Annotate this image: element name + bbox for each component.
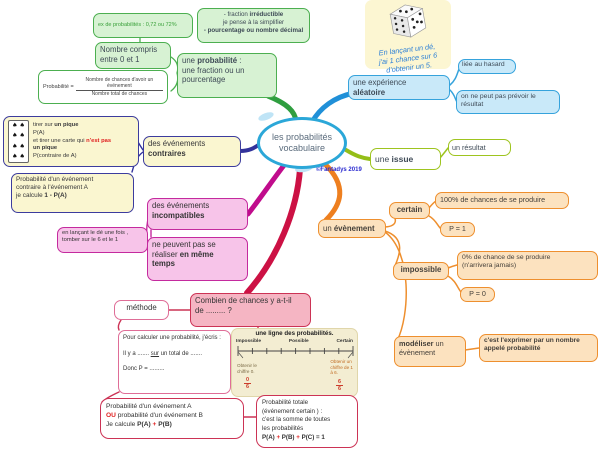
- node-experience-aleatoire: une expérience aléatoire: [348, 75, 450, 100]
- node-evenements-contraires: des événements contraires: [143, 136, 241, 167]
- node-fraction-tips: - fraction irréductible je pense à la si…: [197, 8, 310, 43]
- link-issue-result: [439, 147, 449, 159]
- branch-incompatibles: [245, 161, 288, 217]
- node-methode: méthode: [114, 300, 169, 320]
- node-liee-au-hasard: liée au hasard: [458, 59, 516, 74]
- line-left-annotation: Obtenir le chiffre 0.: [237, 363, 257, 374]
- node-p-equals-1: P = 1: [440, 222, 475, 237]
- node-dice-example: En lançant un dé, j'ai 1 chance sur 6 d'…: [365, 0, 451, 75]
- line-left-fraction: 0 6: [244, 377, 252, 391]
- link-event-model: [384, 231, 407, 342]
- node-une-issue: une issue: [370, 148, 441, 170]
- node-incompatibles-example: en lançant le dé une fois , tomber sur l…: [57, 227, 148, 253]
- node-p-equals-0: P = 0: [460, 287, 495, 302]
- node-un-evenement: un évènement: [318, 219, 386, 238]
- node-evenements-incompatibles: des événements incompatibles: [147, 198, 248, 230]
- node-modeliser: modéliser un évènement: [394, 336, 466, 367]
- branch-evenement: [322, 161, 343, 223]
- node-un-resultat: un résultat: [448, 139, 511, 156]
- node-evenement-ou: Probabilité d'un événement A OU probabil…: [100, 398, 244, 439]
- node-impossible: impossible: [393, 262, 449, 280]
- node-certain: certain: [389, 202, 430, 219]
- node-probability-example: ex de probabilités : 0,72 ou 72%: [93, 13, 193, 38]
- link-impossible-desc: [447, 264, 458, 269]
- node-probability-line: une ligne des probabilités. Impossible P…: [231, 328, 358, 397]
- node-probabilite-totale: Probabilité totale (événement certain ) …: [256, 395, 358, 448]
- central-topic: les probabilités vocabulaire: [257, 117, 347, 169]
- central-title-line1: les probabilités: [271, 132, 333, 143]
- node-pas-prevoir: on ne peut pas prévoir le résultat: [456, 90, 560, 114]
- dice-icon: [389, 4, 427, 38]
- node-number-range: Nombre compris entre 0 et 1: [95, 42, 171, 69]
- node-impossible-desc: 0% de chance de se produire (n'arrivera …: [457, 251, 598, 280]
- branch-issue: [344, 148, 372, 161]
- line-right-fraction: 6 6: [335, 379, 343, 393]
- branch-experience: [309, 90, 357, 125]
- node-contraire-calc: Probabilité d'un événement contraire à l…: [11, 173, 134, 213]
- node-pique-example: ♠ ♠ ♠ ♠ ♠ ♠ ♠ ♠ tirer sur un pique P(A) …: [3, 116, 139, 167]
- spade-card-icon: ♠ ♠ ♠ ♠ ♠ ♠ ♠ ♠: [8, 120, 29, 163]
- link-blue-hasard: [449, 68, 460, 86]
- link-model-desc: [464, 347, 480, 351]
- node-modeliser-desc: c'est l'exprimer par un nombre appelé pr…: [479, 334, 598, 362]
- node-calcul-method: Pour calculer une probabilité, j'écris :…: [118, 330, 231, 394]
- node-incompatibles-desc: ne peuvent pas se réaliser en même temps: [147, 237, 248, 281]
- node-probability-formula: Probabilité = Nombre de chances d'avoir …: [38, 70, 168, 104]
- branch-question: [244, 166, 303, 296]
- link-method-calc: [117, 319, 122, 331]
- node-certain-desc: 100% de chances de se produire: [435, 192, 569, 209]
- number-line: [237, 346, 354, 359]
- copyright-text: ©Fantadys 2019: [316, 167, 362, 173]
- line-right-annotation: Obtenir un chiffre de 1 à 6.: [330, 359, 353, 376]
- central-title-line2: vocabulaire: [278, 143, 326, 153]
- node-une-probabilite: une probabilité : une fraction ou un pou…: [177, 53, 277, 98]
- node-combien-question: Combien de chances y a-t-il de .........…: [190, 293, 311, 327]
